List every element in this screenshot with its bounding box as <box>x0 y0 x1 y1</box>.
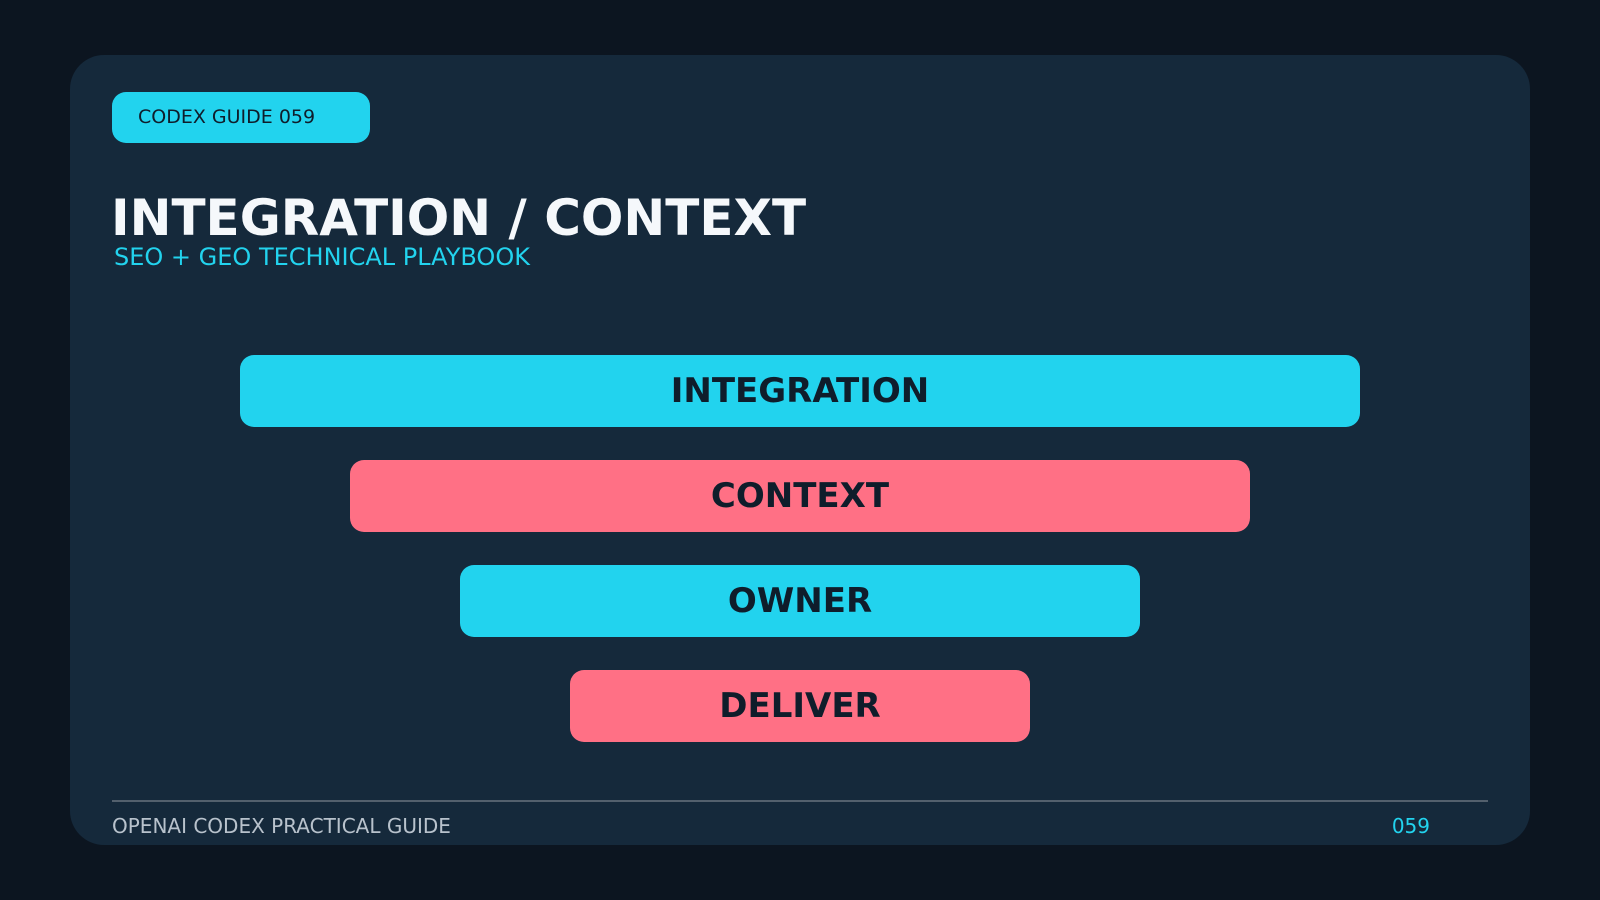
slide-card: CODEX GUIDE 059 INTEGRATION / CONTEXT SE… <box>70 55 1530 845</box>
footer-title: OPENAI CODEX PRACTICAL GUIDE <box>112 814 451 838</box>
funnel-level-deliver: DELIVER <box>570 670 1030 742</box>
page-number: 059 <box>1391 814 1430 838</box>
guide-badge: CODEX GUIDE 059 <box>112 92 370 143</box>
page-title: INTEGRATION / CONTEXT <box>111 189 807 247</box>
funnel-level-owner: OWNER <box>460 565 1140 637</box>
funnel-level-integration: INTEGRATION <box>240 355 1360 427</box>
footer-divider <box>112 800 1488 802</box>
page-subtitle: SEO + GEO TECHNICAL PLAYBOOK <box>114 243 530 271</box>
funnel-level-context: CONTEXT <box>350 460 1250 532</box>
